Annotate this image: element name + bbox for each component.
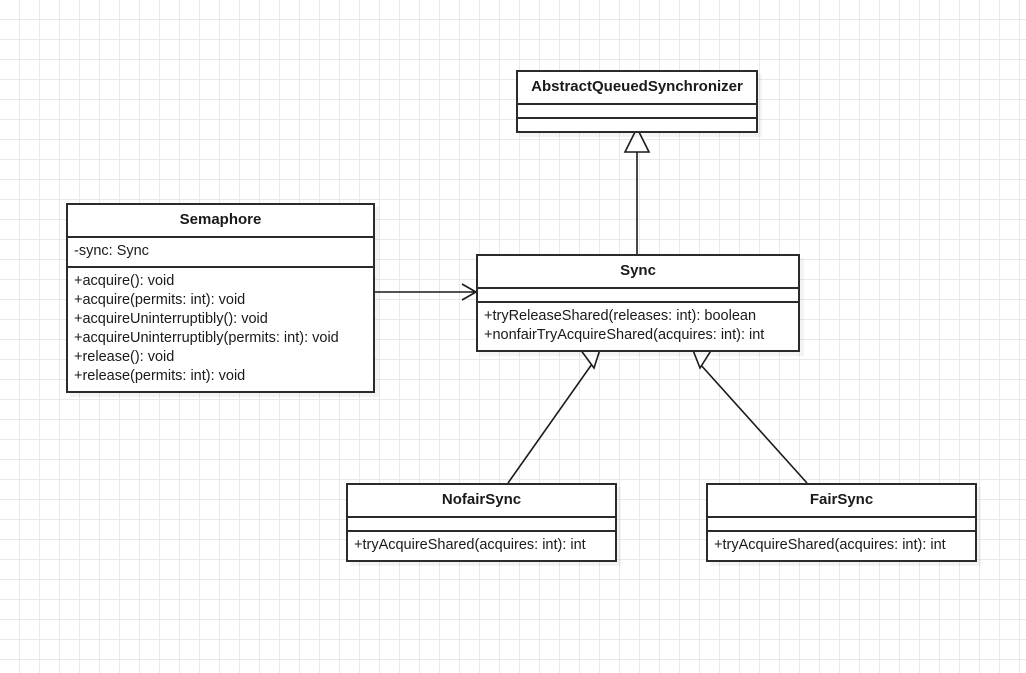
class-method: +acquireUninterruptibly(): void (74, 311, 268, 327)
class-attributes-sync (478, 287, 798, 301)
connector-sync-extends-aqs (623, 126, 651, 254)
class-method: +tryAcquireShared(acquires: int): int (354, 537, 586, 553)
class-name-nofairsync: NofairSync (441, 491, 522, 508)
class-attributes-semaphore: -sync: Sync (68, 236, 373, 266)
class-name-abstractqueuedsynchronizer: AbstractQueuedSynchronizer (531, 78, 743, 95)
connector-nofairsync-extends-sync (507, 338, 605, 484)
class-box-sync[interactable]: Sync +tryReleaseShared(releases: int): b… (476, 254, 800, 352)
class-method: +nonfairTryAcquireShared(acquires: int):… (484, 327, 765, 343)
class-methods-fairsync: +tryAcquireShared(acquires: int): int (708, 530, 975, 560)
class-method: +tryReleaseShared(releases: int): boolea… (484, 308, 757, 324)
class-method: +tryAcquireShared(acquires: int): int (714, 537, 946, 553)
class-methods-abstractqueuedsynchronizer (518, 117, 756, 131)
class-box-fairsync[interactable]: FairSync +tryAcquireShared(acquires: int… (706, 483, 977, 562)
class-methods-sync: +tryReleaseShared(releases: int): boolea… (478, 301, 798, 350)
class-method: +acquire(): void (74, 273, 175, 289)
open-arrowhead (461, 283, 478, 301)
class-name-fairsync: FairSync (809, 491, 874, 508)
connector-fairsync-extends-sync (687, 338, 808, 484)
class-attributes-abstractqueuedsynchronizer (518, 103, 756, 117)
class-box-abstractqueuedsynchronizer[interactable]: AbstractQueuedSynchronizer (516, 70, 758, 133)
class-attribute: -sync: Sync (74, 243, 149, 259)
class-method: +release(permits: int): void (74, 368, 246, 384)
class-method: +acquire(permits: int): void (74, 292, 246, 308)
class-box-semaphore[interactable]: Semaphore -sync: Sync +acquire(): void +… (66, 203, 375, 393)
class-box-nofairsync[interactable]: NofairSync +tryAcquireShared(acquires: i… (346, 483, 617, 562)
class-methods-semaphore: +acquire(): void +acquire(permits: int):… (68, 266, 373, 391)
class-attributes-fairsync (708, 516, 975, 530)
class-attributes-nofairsync (348, 516, 615, 530)
class-method: +release(): void (74, 349, 175, 365)
connector-semaphore-uses-sync (375, 283, 478, 301)
class-name-semaphore: Semaphore (179, 211, 262, 228)
class-name-sync: Sync (620, 262, 656, 279)
class-methods-nofairsync: +tryAcquireShared(acquires: int): int (348, 530, 615, 560)
class-method: +acquireUninterruptibly(permits: int): v… (74, 330, 339, 346)
